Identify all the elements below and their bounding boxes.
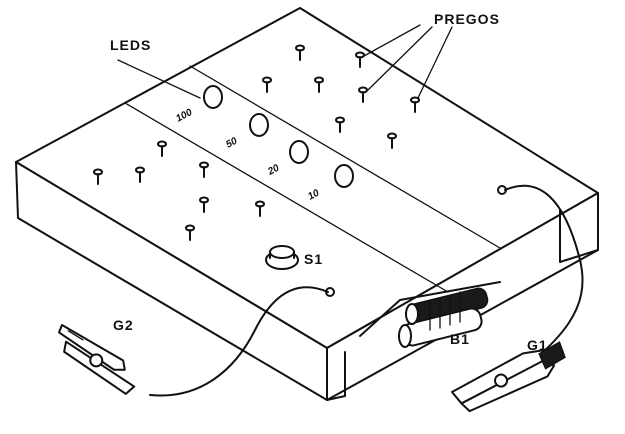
- label-pregos: PREGOS: [434, 11, 500, 27]
- pregos-pointer-lines: [363, 24, 453, 99]
- battery-b1: [359, 281, 501, 348]
- label-g2: G2: [113, 317, 134, 333]
- label-s1: S1: [304, 251, 323, 267]
- alligator-clip-g1: [451, 341, 566, 413]
- wire-g1: [497, 184, 584, 381]
- nail: [295, 44, 305, 61]
- nail: [157, 140, 167, 157]
- board-box: [15, 7, 599, 401]
- nail: [335, 116, 345, 133]
- nail: [387, 132, 397, 149]
- label-leds: LEDS: [110, 37, 151, 53]
- nail: [355, 51, 365, 68]
- led-50: 50: [224, 113, 269, 151]
- nail: [199, 196, 209, 213]
- divider-line-lower: [124, 102, 449, 293]
- led-50-label: 50: [224, 136, 239, 151]
- leds-pointer-line: [117, 59, 201, 99]
- alligator-clip-g2: [58, 324, 136, 395]
- nail: [93, 168, 103, 185]
- nail: [358, 86, 368, 103]
- wire-g2: [149, 286, 335, 397]
- nail: [262, 76, 272, 93]
- nail: [135, 166, 145, 183]
- led-20-label: 20: [265, 163, 281, 179]
- nails-group: [93, 44, 420, 241]
- nail: [185, 224, 195, 241]
- label-b1: B1: [450, 331, 470, 347]
- led-10: 10: [306, 164, 354, 203]
- divider-line-upper: [189, 65, 501, 249]
- nail: [314, 76, 324, 93]
- label-g1: G1: [527, 337, 548, 353]
- led-10-label: 10: [306, 188, 321, 203]
- push-button-s1: [265, 245, 299, 270]
- nail: [410, 96, 420, 113]
- board-divider-lines: [117, 59, 501, 293]
- nail: [255, 200, 265, 217]
- led-20: 20: [265, 140, 309, 179]
- nail: [199, 161, 209, 178]
